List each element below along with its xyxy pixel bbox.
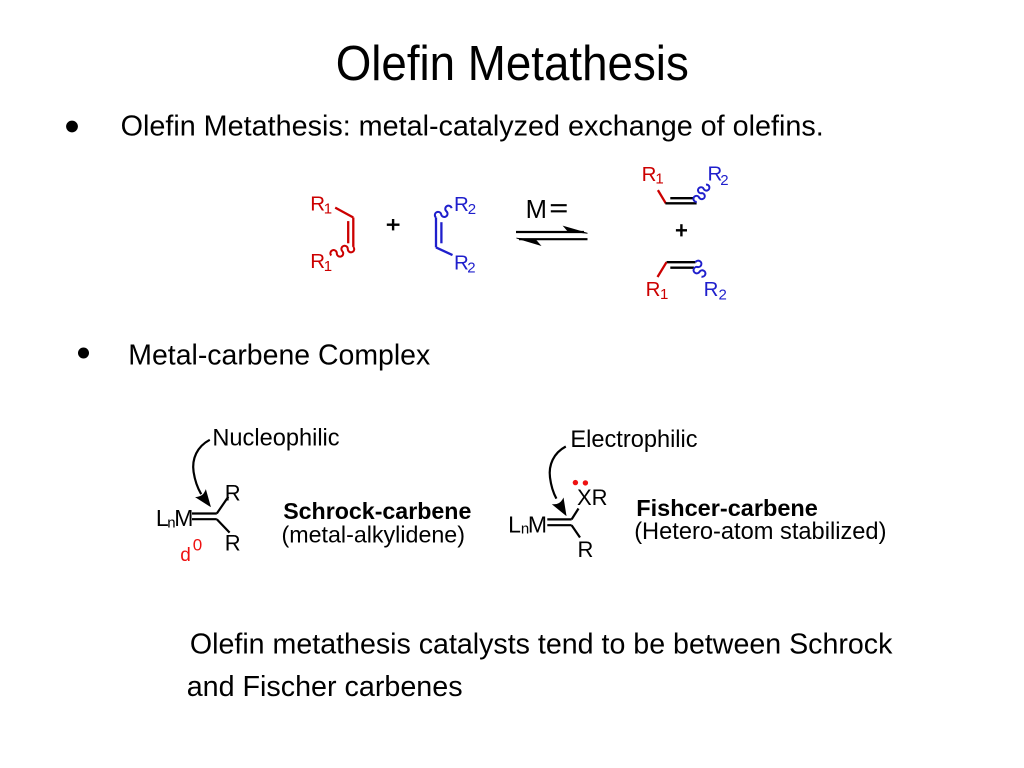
svg-text:R: R: [454, 252, 469, 275]
svg-text:(Hetero-atom stabilized): (Hetero-atom stabilized): [634, 519, 886, 545]
svg-text:R: R: [592, 485, 608, 510]
svg-text:L: L: [508, 511, 521, 537]
svg-text:Olefin metathesis catalysts te: Olefin metathesis catalysts tend to be b…: [190, 629, 893, 661]
svg-text:and Fischer carbenes: and Fischer carbenes: [187, 671, 463, 703]
svg-text:L: L: [156, 505, 169, 531]
svg-text:2: 2: [720, 172, 728, 189]
svg-text:d: d: [180, 545, 191, 566]
svg-text:n: n: [167, 514, 175, 531]
svg-text:R: R: [642, 163, 657, 186]
svg-text:n: n: [521, 521, 529, 538]
svg-text:M: M: [526, 196, 547, 224]
svg-text:1: 1: [324, 258, 332, 275]
svg-text:2: 2: [468, 201, 476, 218]
svg-text:R: R: [578, 537, 594, 562]
svg-text:0: 0: [193, 536, 202, 555]
svg-text:Nucleophilic: Nucleophilic: [212, 426, 339, 452]
svg-text:Olefin Metathesis: metal-catal: Olefin Metathesis: metal-catalyzed excha…: [121, 110, 824, 142]
svg-text:R: R: [310, 193, 325, 216]
svg-text:Olefin Metathesis: Olefin Metathesis: [336, 36, 689, 91]
svg-text:1: 1: [655, 170, 663, 187]
svg-text:R: R: [708, 163, 723, 186]
svg-text:Fishcer-carbene: Fishcer-carbene: [636, 495, 818, 521]
svg-text:2: 2: [467, 259, 475, 276]
svg-text:R: R: [310, 250, 325, 273]
svg-text:R: R: [646, 278, 661, 301]
svg-text:1: 1: [660, 286, 668, 303]
svg-text:R: R: [454, 193, 469, 216]
svg-text:2: 2: [719, 287, 727, 304]
svg-text:(metal-alkylidene): (metal-alkylidene): [282, 522, 465, 548]
svg-text:R: R: [225, 531, 241, 556]
svg-text:R: R: [704, 278, 719, 301]
svg-text:X: X: [577, 485, 592, 510]
svg-text:Schrock-carbene: Schrock-carbene: [283, 498, 471, 524]
svg-text:Metal-carbene Complex: Metal-carbene Complex: [128, 339, 430, 371]
svg-text:1: 1: [324, 201, 332, 218]
svg-text:M: M: [528, 511, 547, 537]
svg-text:Electrophilic: Electrophilic: [570, 427, 697, 453]
svg-text:M: M: [174, 505, 193, 531]
svg-text:R: R: [225, 481, 241, 506]
